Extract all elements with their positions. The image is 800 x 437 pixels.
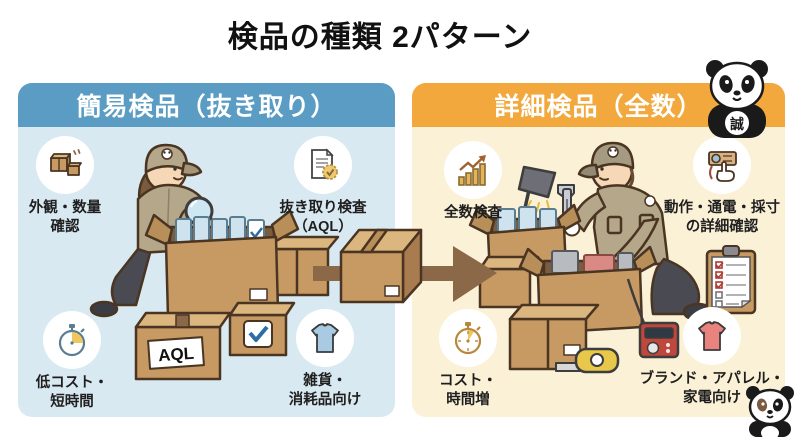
multimeter-icon [626, 278, 680, 359]
feature-operation-check: 動作・通電・採寸 の詳細確認 [647, 136, 797, 236]
panel-detailed-inspection: 詳細検品（全数） [412, 83, 785, 417]
cardboard-boxes: AQL [134, 209, 340, 381]
panel-detailed-body: 全数検査 動作・通電・採寸 の詳細確認 [412, 127, 785, 417]
cardboard-boxes [468, 203, 658, 371]
feature-general-goods: 雑貨・ 消耗品向け [250, 309, 400, 409]
panel-simple-header: 簡易検品（抜き取り） [18, 83, 395, 127]
feature-sampling-aql: 抜き取り検査 （AQL） [248, 136, 398, 236]
aql-box-label: AQL [158, 344, 195, 365]
device-check-icon [708, 150, 737, 182]
clipboard-checklist-icon [705, 245, 757, 315]
panel-simple-inspection: 簡易検品（抜き取り） [18, 83, 395, 417]
tshirt-icon [698, 320, 726, 351]
feature-full-inspection: 全数検査 [398, 141, 548, 223]
measuring-tape-icon [555, 347, 620, 374]
document-seal-icon [311, 148, 338, 180]
stopwatch-icon [454, 322, 482, 355]
panda-peek-icon [746, 386, 794, 437]
panel-simple-body: AQL [18, 127, 395, 417]
bar-chart-increase-icon [458, 154, 486, 186]
tshirt-icon [311, 322, 339, 353]
feature-cost-time-increase: コスト・ 時間増 [393, 309, 543, 409]
feature-brand-apparel: ブランド・アパレル・ 家電向け [637, 307, 787, 407]
mascot-belly-text: 誠 [730, 116, 744, 132]
worker-detailed-illustration [468, 141, 714, 374]
boxes-icon [50, 149, 82, 176]
page-title: 検品の種類 2パターン [227, 21, 533, 54]
transfer-arrow [313, 228, 497, 304]
box-on-arrow [339, 228, 423, 304]
stopwatch-icon [58, 324, 86, 357]
panda-mascot-icon: 誠 [706, 60, 768, 138]
feature-low-cost-short-time: 低コスト・ 短時間 [0, 311, 147, 411]
feature-appearance-quantity: 外観・数量 確認 [0, 136, 140, 236]
worker-sampling-illustration: AQL [89, 143, 340, 381]
